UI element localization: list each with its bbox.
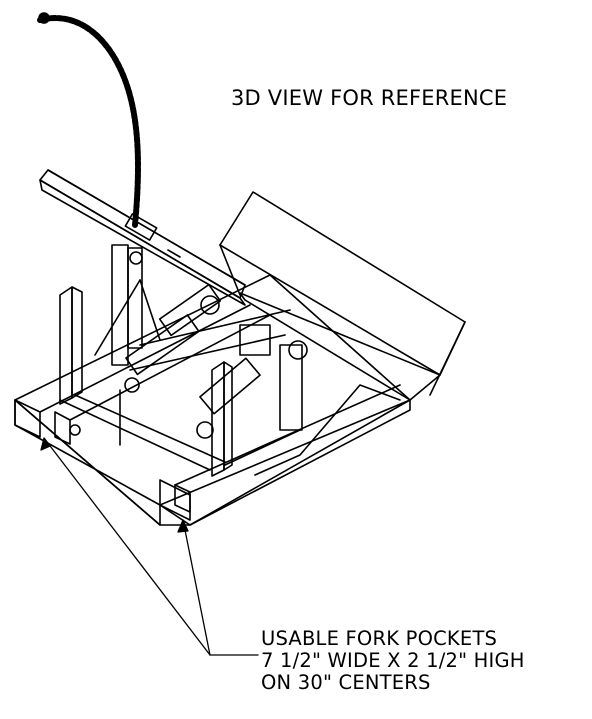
base-frame: [14, 274, 411, 526]
top-platform: [39, 169, 246, 306]
callout-line-2: 7 1/2" WIDE X 2 1/2" HIGH: [261, 649, 525, 672]
callout-leaders: [40, 437, 259, 656]
fork-pocket-callout: USABLE FORK POCKETS 7 1/2" WIDE X 2 1/2"…: [261, 628, 525, 694]
view-title: 3D VIEW FOR REFERENCE: [231, 86, 508, 110]
hydraulic-hose: [37, 12, 141, 228]
side-plate: [219, 191, 466, 401]
callout-line-3: ON 30" CENTERS: [261, 671, 431, 694]
callout-line-1: USABLE FORK POCKETS: [261, 627, 498, 650]
uprights: [59, 286, 233, 477]
scissor-mechanism: [94, 244, 308, 439]
